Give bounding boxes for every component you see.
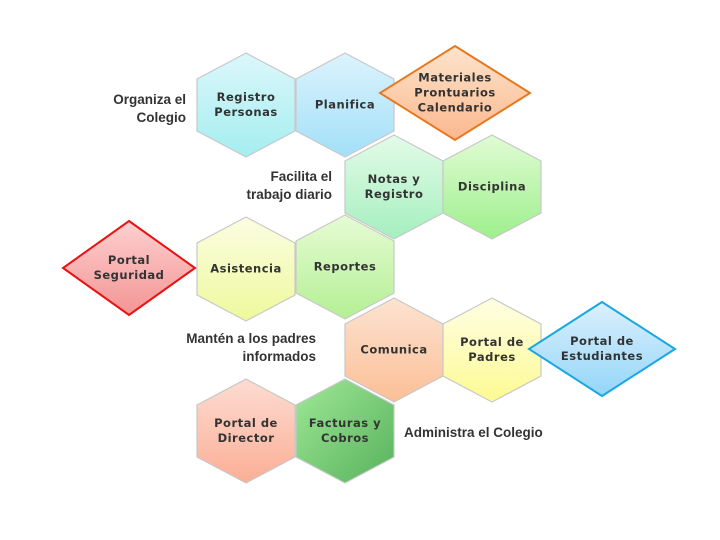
hexagon-label-facturas-cobros: Facturas y Cobros <box>308 416 382 445</box>
diamond-label-portal-estudiantes: Portal de Estudiantes <box>560 334 644 363</box>
diamond-portal-estudiantes[interactable] <box>527 300 677 398</box>
caption-facilita: Facilita el trabajo diario <box>246 169 332 202</box>
hexagon-facturas-cobros[interactable] <box>295 378 395 484</box>
hexagon-label-asistencia: Asistencia <box>210 261 282 276</box>
hexagon-asistencia[interactable] <box>196 216 296 322</box>
diamond-label-portal-seguridad: Portal Seguridad <box>93 253 165 282</box>
hexagon-registro-personas[interactable] <box>196 52 296 158</box>
hexagon-label-comunica: Comunica <box>360 342 428 357</box>
caption-administra: Administra el Colegio <box>404 425 543 440</box>
caption-manten: Mantén a los padres informados <box>186 331 316 364</box>
hexagon-label-planifica: Planifica <box>314 97 376 112</box>
diamond-portal-seguridad[interactable] <box>61 219 197 317</box>
hexagon-label-disciplina: Disciplina <box>457 179 527 194</box>
hexagon-portal-director[interactable] <box>196 378 296 484</box>
hexagon-label-notas-registro: Notas y Registro <box>364 172 424 201</box>
hexagon-disciplina[interactable] <box>442 134 542 240</box>
hexagon-reportes[interactable] <box>295 214 395 320</box>
hexagon-planifica[interactable] <box>295 52 395 158</box>
hexagon-label-portal-padres: Portal de Padres <box>460 335 524 364</box>
caption-organiza: Organiza el Colegio <box>113 92 186 125</box>
hexagon-label-registro-personas: Registro Personas <box>214 90 278 119</box>
hexagon-label-reportes: Reportes <box>313 259 377 274</box>
diamond-materiales[interactable] <box>378 44 532 142</box>
hexagon-label-portal-director: Portal de Director <box>214 416 278 445</box>
diamond-label-materiales: Materiales Prontuarios Calendario <box>414 70 496 115</box>
hexagon-portal-padres[interactable] <box>442 297 542 403</box>
